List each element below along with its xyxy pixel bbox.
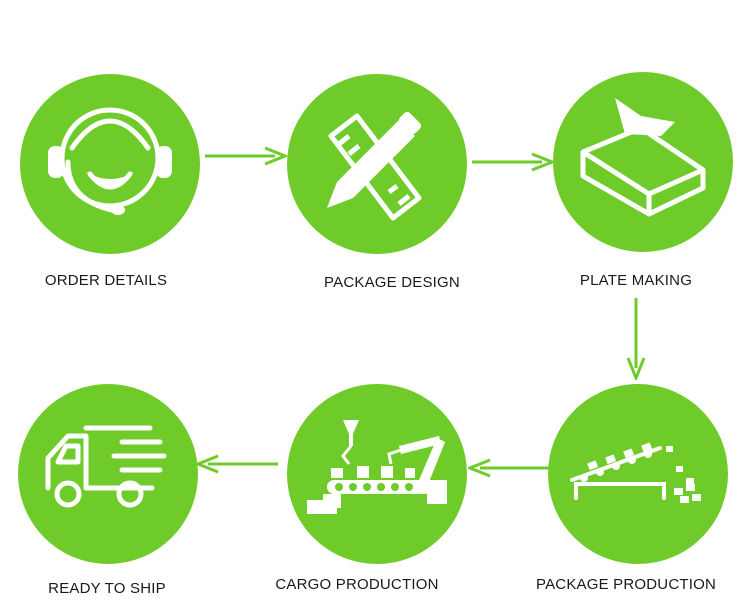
plate-block-icon <box>580 98 706 217</box>
step-label-package-design: PACKAGE DESIGN <box>324 274 460 291</box>
arrow-2-to-3 <box>472 152 554 172</box>
arrow-4-to-5 <box>468 458 550 478</box>
step-label-order-details: ORDER DETAILS <box>44 272 168 289</box>
step-package-production <box>548 384 728 564</box>
step-label-plate-making: PLATE MAKING <box>579 272 693 289</box>
arrow-1-to-2 <box>205 146 287 166</box>
conveyor-belt-icon <box>570 442 701 503</box>
arrow-5-to-6 <box>196 454 278 474</box>
step-package-design <box>287 74 467 254</box>
headset-smiley-icon <box>48 107 172 215</box>
step-cargo-production <box>287 384 467 564</box>
step-ready-to-ship <box>18 384 198 564</box>
delivery-truck-icon <box>45 425 167 508</box>
step-label-package-production: PACKAGE PRODUCTION <box>535 576 717 593</box>
step-label-cargo-production: CARGO PRODUCTION <box>275 576 439 593</box>
step-label-ready-to-ship: READY TO SHIP <box>48 580 166 597</box>
step-order-details <box>20 74 200 254</box>
arrow-3-to-4 <box>626 298 646 380</box>
pencil-ruler-icon <box>327 111 422 221</box>
step-plate-making <box>553 72 733 252</box>
factory-robot-arm-icon <box>307 420 447 514</box>
